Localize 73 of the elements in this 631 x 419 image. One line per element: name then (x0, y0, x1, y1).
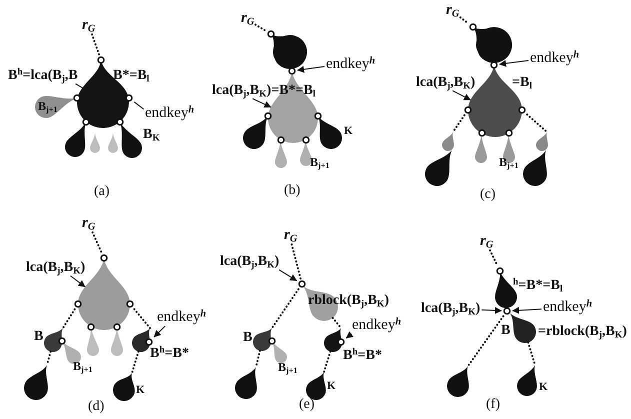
annotation-label: endkey$^{h}$ (157, 310, 206, 325)
leader-line (134, 101, 144, 110)
dotted-line (526, 114, 548, 133)
dotted-line (332, 316, 342, 329)
math-label: =B$_{l}$ (512, 76, 532, 90)
root-label: r$_{G}$ (82, 18, 96, 33)
dotted-line (254, 24, 267, 32)
dotted-line (452, 114, 466, 133)
math-label: B$_{j+1}$ (278, 361, 298, 373)
panel-caption: (d) (88, 400, 104, 414)
math-label: B$_{j+1}$ (310, 156, 330, 168)
math-label: K (539, 382, 548, 393)
math-label: B$_{j+1}$ (73, 360, 92, 372)
leader-line (75, 83, 83, 88)
math-label: K (327, 381, 336, 392)
math-label: lca(B$_{j}$,B$_{K}$)=B*=B$_{l}$ (212, 84, 316, 98)
root-label: r$_{G}$ (241, 11, 254, 26)
dotted-line (92, 231, 103, 254)
panel-caption: (b) (284, 184, 300, 198)
leader-arrow (70, 275, 86, 288)
leader-arrow (452, 90, 472, 100)
dotted-line (62, 308, 76, 329)
panel-caption: (a) (94, 185, 110, 199)
math-label: lca(B$_{j}$,B$_{K}$) (26, 261, 86, 275)
root-label: r$_{G}$ (480, 234, 494, 249)
dotted-line (489, 249, 498, 267)
leader-arrow (252, 98, 272, 108)
math-label: $^{h}$=B*=B$_{l}$ (513, 279, 563, 293)
math-label: B$_{K}$ (143, 128, 160, 142)
annotation-label: endkey$^{h}$ (543, 300, 592, 315)
math-label: =rblock(B$_{j}$,B$_{K}$) (538, 325, 627, 339)
math-label: lca(B$_{j}$,B$_{K}$) (220, 255, 280, 269)
math-label: K (344, 126, 353, 137)
leader-arrow (498, 60, 530, 67)
root-label: r$_{G}$ (284, 228, 298, 243)
dotted-line (133, 308, 151, 329)
math-label: B$_{j+1}$ (38, 100, 58, 112)
dotted-line (527, 342, 536, 366)
dotted-line (255, 350, 261, 368)
leader-arrow (296, 66, 326, 73)
root-label: r$_{G}$ (446, 3, 460, 18)
annotation-label: endkey$^{h}$ (145, 106, 194, 121)
math-label: B (34, 330, 44, 344)
annotation-label: endkey$^{h}$ (326, 57, 375, 72)
math-label: lca(B$_{j}$,B$_{K}$) (421, 302, 480, 316)
math-label: B (243, 331, 252, 345)
dotted-line (467, 315, 504, 367)
math-label: B$^{h}$=B* (343, 349, 382, 363)
math-label: B (501, 324, 510, 338)
leader-arrow (346, 331, 354, 339)
root-label: r$_{G}$ (82, 216, 96, 231)
panel-caption: (c) (480, 188, 496, 202)
leader-arrow (512, 306, 542, 314)
dotted-line (271, 288, 300, 329)
dotted-line (323, 350, 332, 373)
dotted-line (91, 33, 100, 56)
dotted-line (131, 350, 140, 374)
dotted-line (290, 243, 302, 280)
math-label: B$_{j+1}$ (499, 156, 518, 168)
dotted-line (459, 16, 469, 24)
math-label: B$^{h}$=B* (150, 347, 189, 361)
annotation-label: endkey$^{h}$ (352, 318, 401, 333)
panel-caption: (f) (486, 398, 500, 412)
leader-arrow (278, 269, 298, 282)
math-label: B$^{h}$=lca(B$_{j}$,B (8, 69, 78, 83)
panel-caption: (e) (299, 398, 315, 412)
annotation-label: endkey$^{h}$ (530, 51, 579, 66)
leader-arrow (481, 306, 502, 314)
math-label: B*=B$_{l}$ (113, 69, 150, 83)
math-label: K (136, 385, 145, 396)
math-label: lca(B$_{j}$,B$_{K}$) (416, 76, 476, 90)
dotted-line (46, 350, 52, 366)
leader-arrow (154, 326, 166, 338)
